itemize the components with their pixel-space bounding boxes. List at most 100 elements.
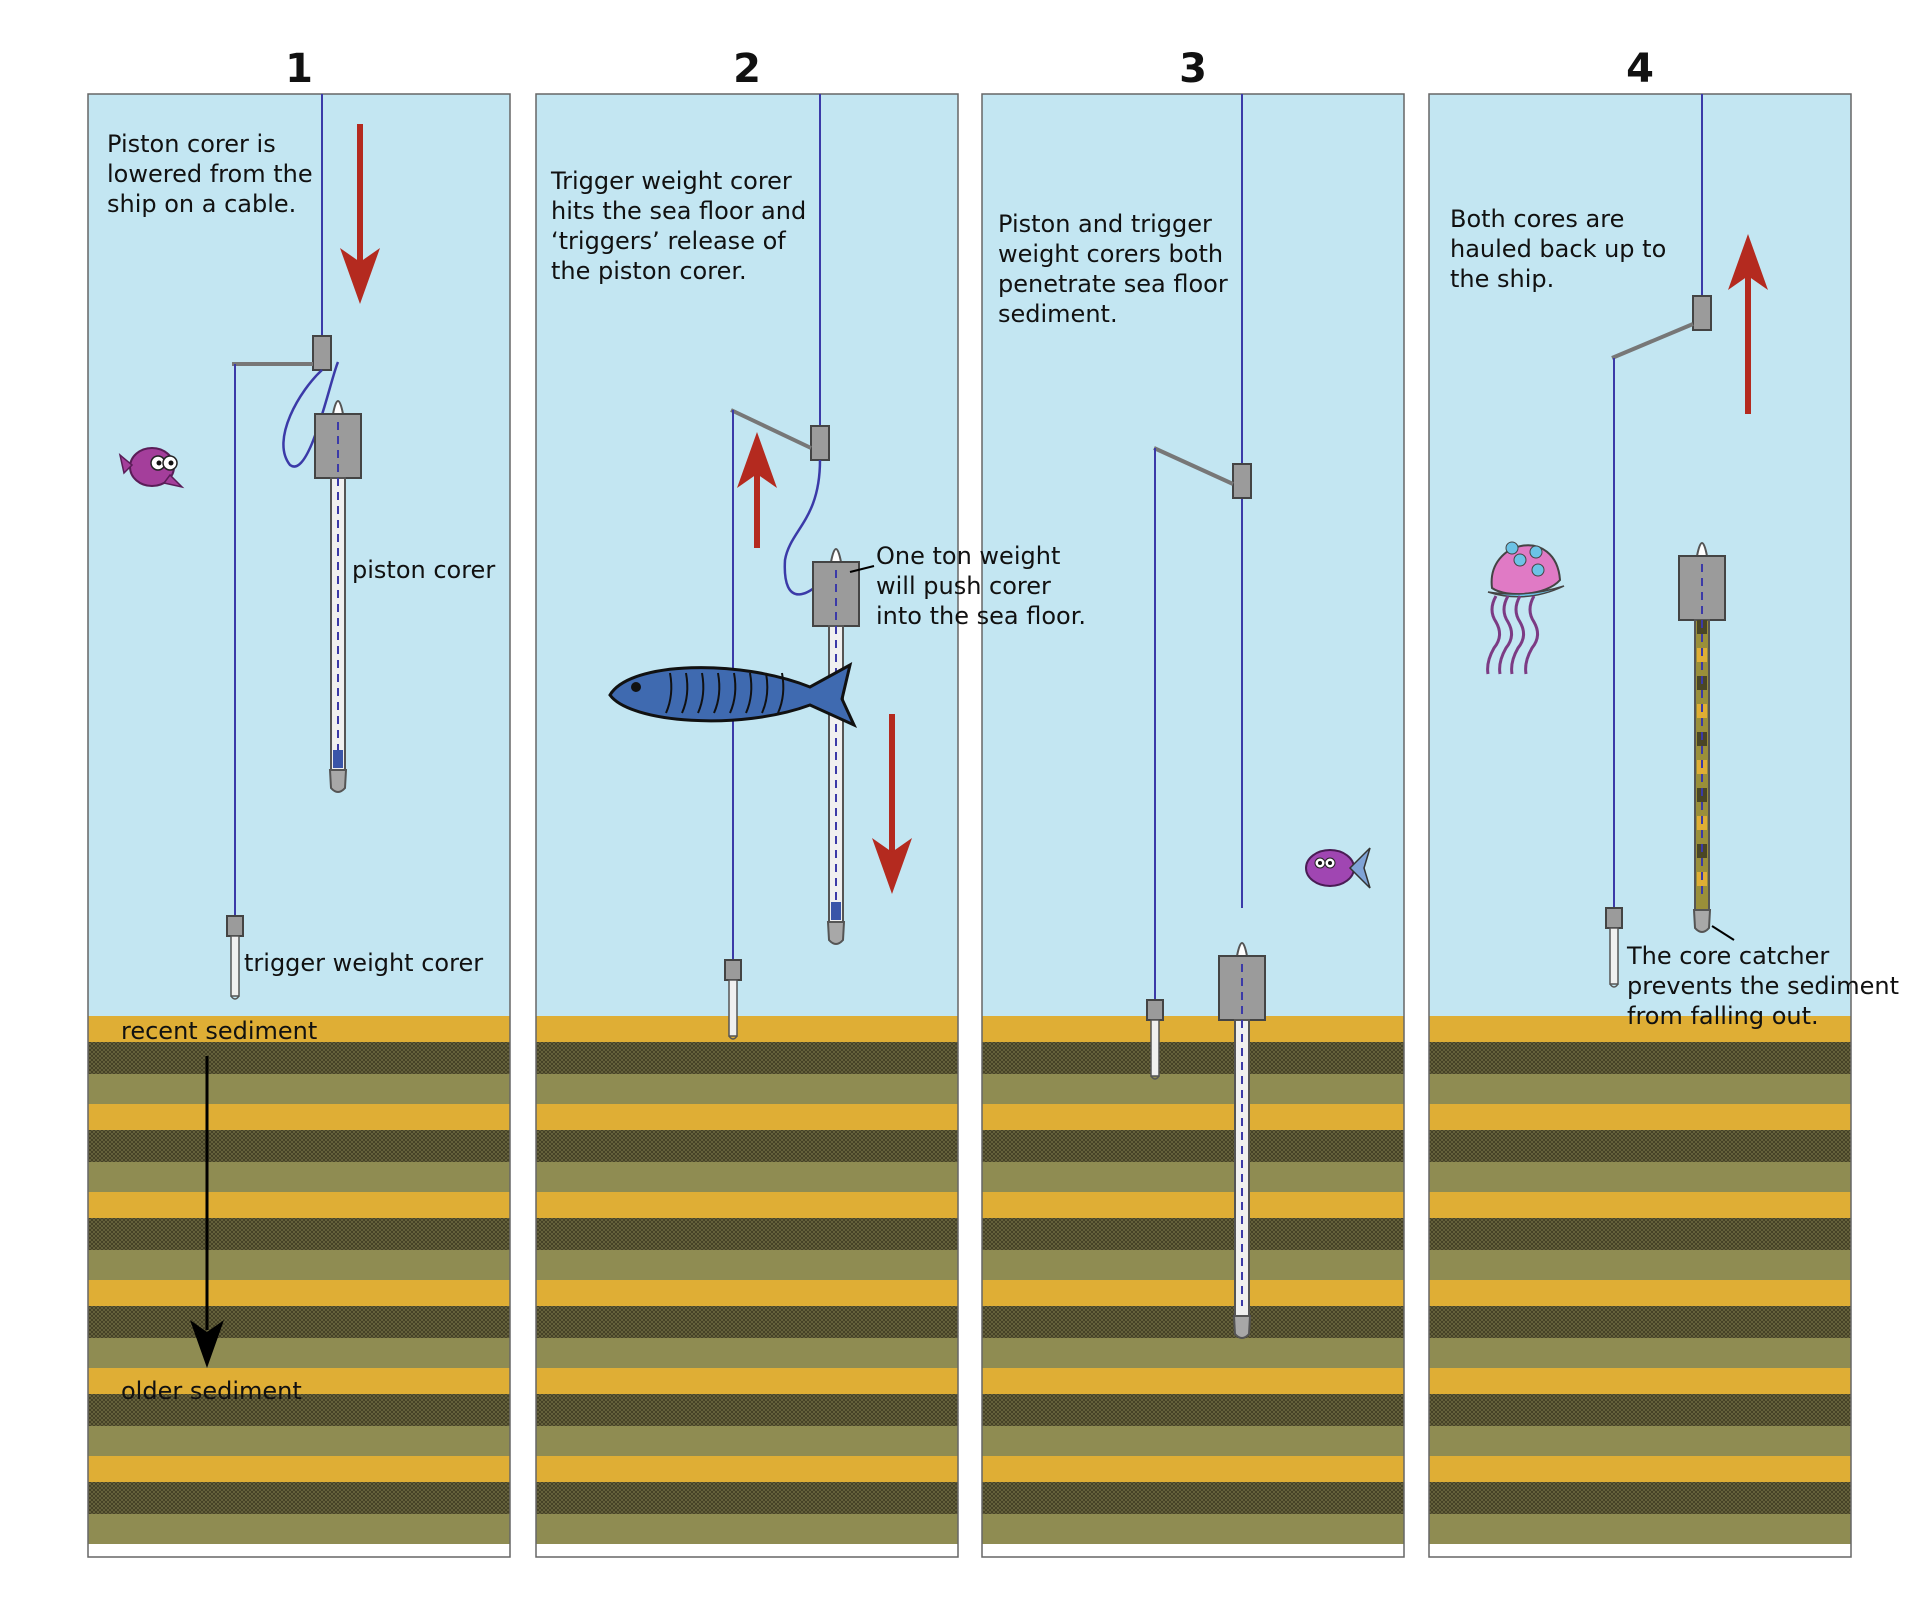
fish-fin bbox=[162, 473, 185, 489]
sediment-layer bbox=[982, 1016, 1404, 1042]
fish-tail bbox=[1348, 847, 1371, 889]
sediment-layer bbox=[88, 1104, 510, 1130]
sediment-layer bbox=[982, 1338, 1404, 1368]
fish-stripe bbox=[729, 672, 737, 714]
sediment-layer bbox=[88, 1042, 510, 1074]
jellyfish-spot bbox=[1531, 563, 1545, 577]
panel-number: 3 bbox=[1179, 46, 1207, 92]
one-ton-weight-label-line: into the sea floor. bbox=[876, 602, 1086, 630]
sediment-layer bbox=[88, 1394, 510, 1426]
trigger-weight-corer-weight bbox=[1146, 999, 1164, 1021]
sediment-layer bbox=[88, 1192, 510, 1218]
trigger-weight-corer-weight bbox=[724, 959, 742, 981]
jellyfish-spot bbox=[1505, 541, 1519, 555]
fish-stripe bbox=[713, 672, 721, 714]
panel-border bbox=[981, 93, 1405, 1558]
panel-border bbox=[1428, 93, 1852, 1558]
fish-pupil bbox=[1328, 861, 1332, 865]
sediment-layer bbox=[1429, 1218, 1851, 1250]
sediment-layer bbox=[1429, 1192, 1851, 1218]
sediment-layer bbox=[982, 1280, 1404, 1306]
release-mechanism bbox=[312, 335, 332, 371]
cable-loop bbox=[282, 361, 340, 468]
puffer-fish-icon bbox=[118, 447, 185, 489]
piston-corer-piston bbox=[831, 902, 841, 920]
trigger-weight-corer-pipe bbox=[230, 935, 240, 997]
trigger-weight-corer bbox=[1605, 907, 1623, 988]
sediment-layer bbox=[1429, 1394, 1851, 1426]
sediment-layer bbox=[88, 1306, 510, 1338]
fish-fin bbox=[118, 453, 134, 475]
piston-corer bbox=[1678, 542, 1726, 933]
panel-2-caption-line: ‘triggers’ release of bbox=[551, 227, 786, 255]
sediment-layer bbox=[88, 1016, 510, 1042]
piston-corer-tip bbox=[1692, 909, 1712, 933]
core-catcher-label-line: The core catcher bbox=[1626, 942, 1829, 970]
sediment-layer bbox=[536, 1514, 958, 1544]
up-arrow-head bbox=[1728, 234, 1768, 290]
trigger-arm bbox=[1153, 446, 1234, 486]
jellyfish-tentacle bbox=[1510, 595, 1525, 675]
piston-corer-tip bbox=[328, 769, 348, 793]
panel-1-caption-line: ship on a cable. bbox=[107, 190, 296, 218]
fish-pupil bbox=[1318, 861, 1322, 865]
sediment-layer bbox=[982, 1130, 1404, 1162]
weight-pointer bbox=[849, 565, 875, 573]
trigger-weight-corer-pipe bbox=[1150, 1019, 1160, 1077]
sediment-layer bbox=[536, 1218, 958, 1250]
trigger-arm bbox=[730, 408, 812, 450]
panel-3-caption-line: Piston and trigger bbox=[998, 210, 1212, 238]
recent-sediment-label: recent sediment bbox=[121, 1017, 317, 1045]
sediment-layer bbox=[1429, 1306, 1851, 1338]
sediment-layer bbox=[1429, 1456, 1851, 1482]
release-mechanism bbox=[1692, 295, 1712, 331]
sediment-layer bbox=[1429, 1482, 1851, 1514]
fish-stripe bbox=[665, 672, 673, 714]
panel-2-equipment bbox=[608, 94, 912, 1040]
sediment-layer bbox=[88, 1368, 510, 1394]
core-catcher-label-line: from falling out. bbox=[1627, 1002, 1819, 1030]
sediment-layer bbox=[1429, 1074, 1851, 1104]
sediment-layer bbox=[536, 1456, 958, 1482]
fish-stripe bbox=[697, 672, 705, 714]
jellyfish-tentacle bbox=[1486, 595, 1501, 675]
trigger-weight-corer-pipe bbox=[1609, 927, 1619, 985]
trigger-weight-corer-weight bbox=[1605, 907, 1623, 929]
down-arrow bbox=[340, 124, 380, 304]
down-arrow-head bbox=[340, 248, 380, 304]
panel-3-caption-line: penetrate sea floor bbox=[998, 270, 1228, 298]
panel-1: 1 bbox=[87, 46, 511, 1558]
jellyfish-rim bbox=[1487, 585, 1565, 598]
sediment-layer bbox=[1429, 1104, 1851, 1130]
trigger-weight-corer-tip bbox=[1609, 983, 1619, 988]
sediment-layer bbox=[536, 1016, 958, 1042]
sediment-layer bbox=[536, 1104, 958, 1130]
sediment-layer bbox=[536, 1074, 958, 1104]
jellyfish-tentacle bbox=[1498, 595, 1513, 675]
sediment-layer bbox=[982, 1218, 1404, 1250]
piston-corer-piston bbox=[333, 750, 343, 768]
piston-corer-tip bbox=[826, 921, 846, 945]
up-arrow-head bbox=[737, 432, 777, 488]
sediment-layer bbox=[536, 1042, 958, 1074]
panel-3-caption-line: weight corers both bbox=[998, 240, 1223, 268]
sediment-layer bbox=[88, 1338, 510, 1368]
blue-fish-icon bbox=[608, 662, 858, 729]
sediment-layer bbox=[536, 1192, 958, 1218]
panel-2-caption-line: the piston corer. bbox=[551, 257, 747, 285]
sediment-layer bbox=[982, 1250, 1404, 1280]
fish-pupil bbox=[168, 460, 174, 466]
sediment-layer bbox=[536, 1426, 958, 1456]
sediment-layer bbox=[536, 1306, 958, 1338]
sediment-layer bbox=[982, 1368, 1404, 1394]
sediment-layer bbox=[982, 1426, 1404, 1456]
panel-number: 1 bbox=[285, 46, 313, 92]
older-sediment-label: older sediment bbox=[121, 1377, 302, 1405]
fish-stripe bbox=[681, 672, 689, 714]
sediment-layer bbox=[536, 1482, 958, 1514]
release-mechanism bbox=[1232, 463, 1252, 499]
sediment-layer bbox=[88, 1514, 510, 1544]
